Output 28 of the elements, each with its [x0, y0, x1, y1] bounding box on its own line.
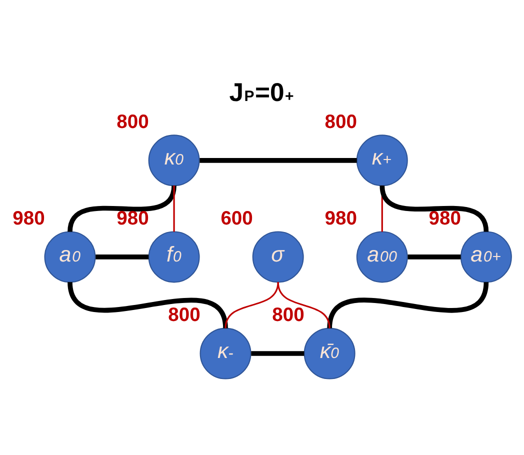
connector	[96, 254, 149, 259]
node-circle: f0	[148, 230, 200, 282]
connector	[200, 158, 357, 162]
node-circle: σ	[252, 230, 304, 282]
connector	[251, 350, 304, 356]
connector	[277, 282, 330, 328]
node-circle: κ0	[148, 134, 200, 186]
node-circle: a00	[356, 230, 408, 282]
connector	[173, 185, 175, 232]
node-circle: κ-	[200, 327, 252, 379]
connector	[224, 282, 279, 328]
node-label: 800	[324, 112, 357, 133]
node-label: 980	[116, 208, 149, 230]
diagram-title: JP=0+	[229, 78, 294, 107]
connector	[408, 254, 461, 259]
node-label: 800	[272, 304, 304, 326]
node-label: 980	[324, 208, 357, 230]
node-circle: a0+	[460, 230, 512, 282]
node-circle: κ+	[356, 134, 408, 186]
node-label: 600	[220, 208, 253, 230]
node-label: 980	[12, 208, 45, 230]
node-label: 800	[168, 304, 200, 326]
node-label: 980	[428, 208, 461, 230]
node-circle: κ̄0	[304, 327, 356, 379]
connector	[327, 281, 489, 328]
node-label: 800	[116, 112, 149, 133]
connector	[68, 281, 228, 328]
node-circle: a0	[44, 230, 96, 282]
